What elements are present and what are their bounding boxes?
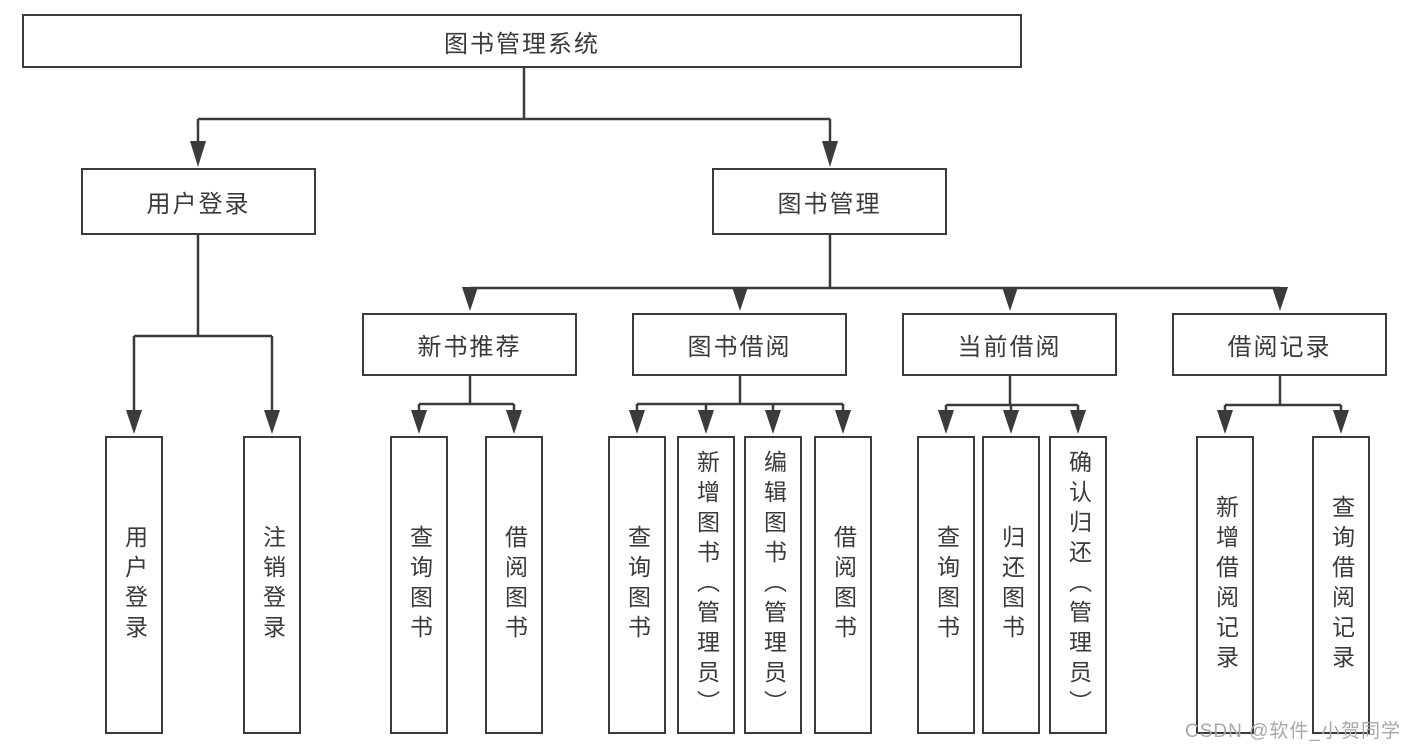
node-root-label: 图书管理系统	[444, 30, 600, 58]
leaf-edit-books-admin: 编辑图书（管理员）	[744, 436, 802, 734]
leaf-query-books-1-label: 查询图书	[406, 525, 433, 645]
node-borrowing-records: 借阅记录	[1172, 313, 1387, 376]
leaf-borrow-books-1-label: 借阅图书	[501, 525, 528, 645]
leaf-edit-books-admin-label: 编辑图书（管理员）	[760, 450, 787, 720]
leaf-add-borrow-record: 新增借阅记录	[1196, 436, 1254, 734]
node-new-book-recommendation: 新书推荐	[362, 313, 577, 376]
leaf-query-books-1: 查询图书	[390, 436, 448, 734]
leaf-return-books-label: 归还图书	[998, 525, 1025, 645]
leaf-confirm-return-admin: 确认归还（管理员）	[1049, 436, 1107, 734]
node-new-book-recommendation-label: 新书推荐	[417, 334, 522, 361]
leaf-query-books-2: 查询图书	[608, 436, 666, 734]
leaf-add-books-admin: 新增图书（管理员）	[677, 436, 735, 734]
node-borrowing-records-label: 借阅记录	[1227, 334, 1332, 361]
leaf-borrow-books-2: 借阅图书	[814, 436, 872, 734]
leaf-borrow-books-2-label: 借阅图书	[830, 525, 857, 645]
leaf-confirm-return-admin-label: 确认归还（管理员）	[1065, 450, 1092, 720]
node-book-management: 图书管理	[712, 168, 947, 235]
leaf-add-borrow-record-label: 新增借阅记录	[1212, 495, 1239, 675]
leaf-query-borrow-record-label: 查询借阅记录	[1328, 495, 1355, 675]
node-book-borrowing: 图书借阅	[632, 313, 847, 376]
node-book-management-label: 图书管理	[777, 191, 882, 218]
leaf-user-login: 用户登录	[105, 436, 163, 734]
leaf-logout: 注销登录	[243, 436, 301, 734]
node-book-borrowing-label: 图书借阅	[687, 334, 792, 361]
leaf-query-books-3: 查询图书	[917, 436, 975, 734]
node-user-login-label: 用户登录	[146, 191, 251, 218]
node-current-borrowing-label: 当前借阅	[957, 334, 1062, 361]
leaf-return-books: 归还图书	[982, 436, 1040, 734]
leaf-user-login-label: 用户登录	[121, 525, 148, 645]
arrowheads	[126, 141, 1349, 434]
node-current-borrowing: 当前借阅	[902, 313, 1117, 376]
leaf-borrow-books-1: 借阅图书	[485, 436, 543, 734]
node-root: 图书管理系统	[22, 14, 1022, 68]
watermark: CSDN @软件_小贺同学	[1185, 721, 1401, 742]
leaf-add-books-admin-label: 新增图书（管理员）	[693, 450, 720, 720]
node-user-login: 用户登录	[81, 168, 316, 235]
leaf-query-books-2-label: 查询图书	[624, 525, 651, 645]
leaf-query-borrow-record: 查询借阅记录	[1312, 436, 1370, 734]
leaf-logout-label: 注销登录	[259, 525, 286, 645]
leaf-query-books-3-label: 查询图书	[933, 525, 960, 645]
